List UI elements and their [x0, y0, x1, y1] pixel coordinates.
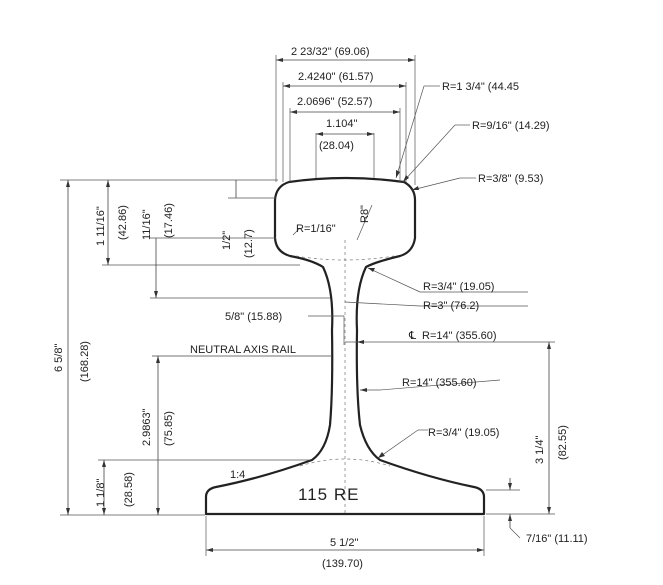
right-height-dimensions: [486, 342, 555, 539]
web-side-radius-label: R=14" (355.60): [402, 377, 477, 389]
centerline-radius-label: R=14" (355.60): [422, 330, 497, 342]
top-width-label-4b: (28.04): [319, 140, 354, 152]
head-fillet-radius-label: R=3/4" (19.05): [423, 281, 494, 293]
total-height-inch-label: 6 5/8": [53, 344, 65, 372]
top-width-label-1: 2 23/32" (69.06): [291, 46, 370, 58]
head-depth-inch-label: 1 11/16": [95, 206, 107, 246]
head-side-radius-label: R=3/8" (9.53): [478, 173, 543, 185]
total-height-mm-label: (168.28): [79, 341, 91, 382]
base-edge-label: 7/16" (11.11): [526, 533, 588, 545]
left-height-dimensions: [60, 179, 330, 516]
base-width-dimension: [205, 516, 485, 556]
section-title: 115 RE: [298, 485, 359, 504]
r8-label: R8": [359, 205, 371, 223]
base-width-inch-label: 5 1/2": [330, 537, 358, 549]
base-width-mm-label: (139.70): [322, 558, 363, 570]
neutral-height-mm-label: (75.85): [163, 411, 175, 446]
centerline-symbol: ℄: [408, 330, 416, 342]
head-top-inch-label: 1/2": [221, 231, 233, 250]
head-inner-radius-label: R=1/16": [296, 223, 336, 235]
web-top-radius-label: R=3" (76.2): [423, 300, 479, 312]
right-height-inch-label: 3 1/4": [534, 436, 546, 464]
neutral-axis-label: NEUTRAL AXIS RAIL: [190, 344, 296, 356]
top-width-label-3: 2.0696" (52.57): [297, 96, 372, 108]
right-height-mm-label: (82.55): [557, 425, 569, 460]
head-radius-leaders: [292, 85, 476, 241]
head-transition-line: [295, 255, 395, 261]
dimension-arrowheads: [66, 58, 551, 552]
top-width-label-4a: 1.104": [326, 118, 358, 130]
base-fillet-radius-label: R=3/4" (19.05): [428, 427, 499, 439]
top-width-dimensions: [275, 55, 416, 185]
base-depth-inch-label: 1 1/8": [95, 479, 107, 507]
top-width-label-2: 2.4240" (61.57): [298, 71, 373, 83]
head-depth-mm-label: (42.86): [117, 205, 129, 240]
head-outer-radius-label: R=1 3/4" (44.45: [442, 81, 519, 93]
base-depth-mm-label: (28.58): [123, 472, 135, 507]
web-width-dimension: [308, 315, 345, 345]
web-radius-leaders: [344, 267, 555, 459]
head-top-mm-label: (12.7): [243, 229, 255, 258]
slope-label: 1:4: [230, 469, 245, 481]
head-corner-radius-label: R=9/16" (14.29): [472, 120, 550, 132]
head-sub-mm-label: (17.46): [163, 203, 175, 238]
rail-profile-outline: [204, 176, 486, 516]
neutral-height-inch-label: 2.9863": [141, 408, 153, 446]
head-sub-inch-label: 11/16": [141, 209, 153, 240]
web-width-label: 5/8" (15.88): [225, 311, 282, 323]
